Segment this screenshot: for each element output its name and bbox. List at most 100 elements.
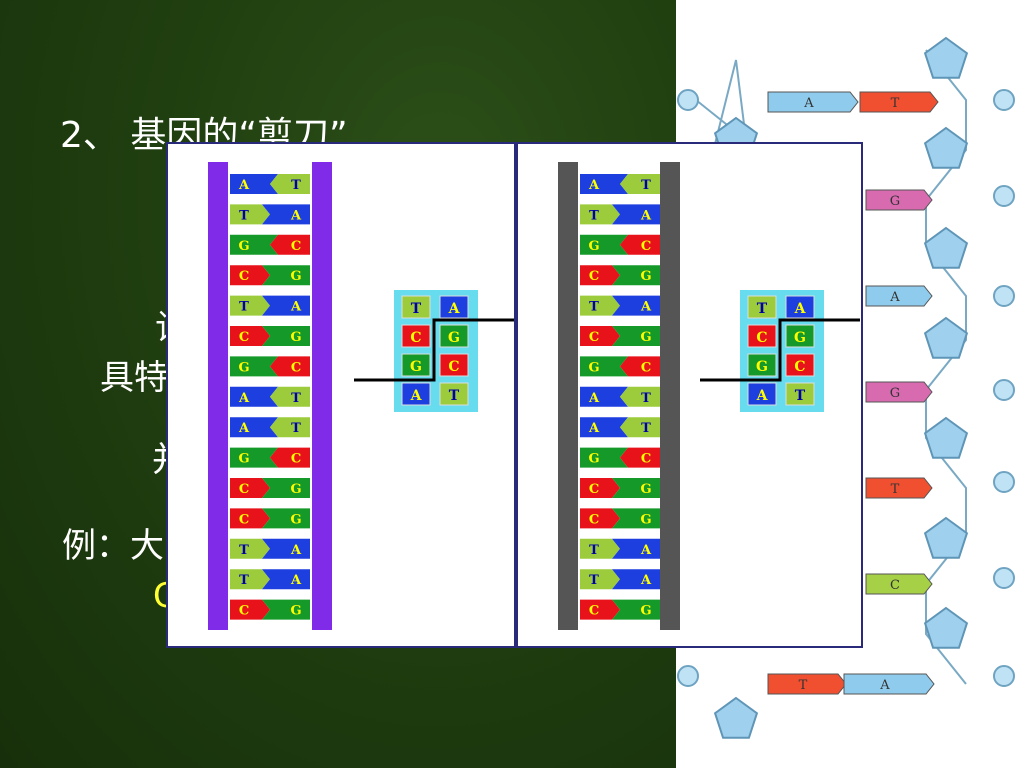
base-G	[612, 326, 660, 346]
base-label: G	[238, 360, 249, 375]
base-label: C	[239, 269, 249, 284]
base-label: T	[641, 391, 651, 406]
dna-backbone-strand	[660, 162, 680, 630]
nitrogen-base	[859, 91, 939, 113]
phosphate-group	[993, 285, 1015, 307]
fragment-base-label: G	[794, 330, 806, 346]
phosphate-group	[993, 471, 1015, 493]
phosphate-group	[677, 89, 699, 111]
base-label: A	[290, 300, 302, 315]
base-C	[580, 478, 620, 498]
cut-line	[700, 318, 860, 382]
base-A	[580, 386, 628, 407]
base-label: C	[589, 269, 599, 284]
base-label: C	[239, 330, 249, 345]
base-label: A	[588, 391, 600, 406]
fragment-base-label: T	[449, 388, 460, 404]
fragment-base-C	[747, 324, 777, 348]
dna-backbone-strand	[558, 162, 578, 630]
base-C	[230, 508, 270, 529]
base-C	[580, 326, 620, 346]
fragment-base-C	[401, 324, 431, 348]
base-label: C	[291, 239, 301, 254]
nitrogen-base-label: T	[799, 678, 808, 693]
base-label: G	[290, 482, 301, 497]
sugar-pentagon	[923, 516, 969, 559]
base-G	[580, 447, 628, 468]
base-label: G	[290, 269, 301, 284]
nitrogen-base	[843, 673, 935, 695]
base-label: G	[640, 330, 651, 345]
base-label: C	[291, 452, 301, 467]
base-T	[620, 386, 660, 407]
base-A	[262, 538, 310, 559]
base-T	[620, 174, 660, 194]
base-G	[230, 234, 278, 255]
fragment-base-G	[747, 353, 777, 377]
fragment-base-A	[439, 295, 469, 319]
phosphate-group	[993, 185, 1015, 207]
base-C	[230, 599, 270, 620]
base-label: A	[640, 300, 652, 315]
base-G	[612, 508, 660, 529]
phosphate-group	[993, 567, 1015, 589]
base-label: C	[589, 604, 599, 619]
base-T	[230, 204, 270, 225]
sugar-pentagon	[713, 696, 759, 739]
base-label: T	[239, 573, 249, 588]
base-T	[580, 538, 620, 559]
phosphate-group	[677, 665, 699, 687]
base-A	[230, 417, 278, 438]
base-label: G	[290, 330, 301, 345]
fragment-base-label: A	[410, 388, 423, 404]
base-label: G	[588, 360, 599, 375]
sugar-pentagon	[923, 126, 969, 169]
base-A	[230, 174, 278, 194]
body-text-fragment: 具特	[100, 358, 168, 398]
base-label: T	[589, 300, 599, 315]
fragment-base-label: T	[795, 388, 806, 404]
base-C	[580, 265, 620, 286]
base-label: G	[290, 512, 301, 527]
fragment-base-label: G	[410, 359, 422, 375]
nitrogen-base-label: A	[803, 96, 814, 111]
base-T	[580, 569, 620, 590]
phosphate-group	[993, 379, 1015, 401]
nitrogen-base	[865, 477, 933, 499]
nitrogen-base	[865, 573, 933, 595]
base-C	[270, 356, 310, 377]
base-label: T	[291, 178, 301, 193]
base-C	[230, 478, 270, 498]
base-G	[230, 356, 278, 377]
base-label: A	[238, 178, 250, 193]
fragment-base-T	[439, 382, 469, 406]
base-label: A	[290, 573, 302, 588]
base-G	[262, 599, 310, 620]
base-label: C	[291, 360, 301, 375]
sugar-pentagon	[923, 316, 969, 359]
base-label: T	[239, 208, 249, 223]
fragment-base-label: A	[448, 301, 461, 317]
base-label: G	[238, 239, 249, 254]
fragment-base-label: G	[756, 359, 768, 375]
base-C	[580, 599, 620, 620]
fragment-base-T	[785, 382, 815, 406]
base-C	[620, 234, 660, 255]
base-label: T	[239, 543, 249, 558]
fragment-base-label: C	[794, 359, 805, 375]
sugar-pentagon	[923, 226, 969, 269]
base-label: A	[588, 421, 600, 436]
sugar-pentagon	[923, 606, 969, 649]
base-label: T	[239, 300, 249, 315]
base-T	[580, 295, 620, 316]
base-label: T	[589, 543, 599, 558]
base-C	[580, 508, 620, 529]
base-label: G	[290, 604, 301, 619]
nitrogen-base-label: T	[891, 96, 900, 111]
base-A	[612, 538, 660, 559]
dna-backbone-strand	[312, 162, 332, 630]
base-label: A	[640, 543, 652, 558]
base-label: A	[290, 208, 302, 223]
base-T	[230, 569, 270, 590]
